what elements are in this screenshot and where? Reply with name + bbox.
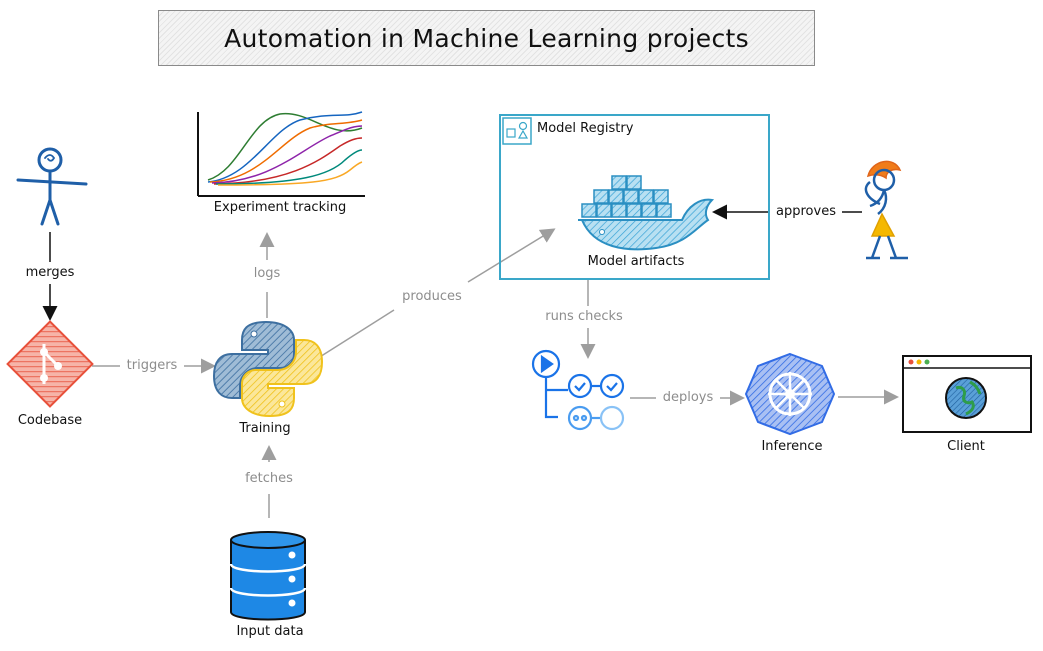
approver-figure-icon (864, 160, 908, 260)
developer-figure-icon (16, 147, 88, 226)
edge-label-fetches: fetches (243, 471, 295, 486)
diagram-title: Automation in Machine Learning projects (224, 23, 749, 53)
browser-window-icon (902, 355, 1032, 433)
edge-label-triggers: triggers (124, 358, 180, 373)
edge-label-approves: approves (774, 204, 838, 219)
model-registry-box (499, 114, 770, 280)
edge-label-deploys: deploys (660, 390, 716, 405)
git-icon (6, 320, 94, 408)
edge-produces (314, 228, 556, 361)
input-data-label: Input data (236, 624, 304, 639)
experiment-tracking-label: Experiment tracking (213, 200, 347, 215)
docker-whale-icon (578, 175, 715, 251)
training-label: Training (239, 421, 291, 436)
model-artifacts-label: Model artifacts (587, 254, 685, 269)
title-box: Automation in Machine Learning projects (158, 10, 815, 66)
client-label: Client (947, 439, 985, 454)
pipeline-icon (531, 349, 625, 431)
edge-label-runs-checks: runs checks (543, 309, 625, 324)
codebase-label: Codebase (17, 413, 83, 428)
edge-label-logs: logs (251, 266, 283, 281)
python-icon (212, 320, 324, 418)
kubernetes-icon (744, 352, 836, 436)
edge-label-merges: merges (23, 265, 77, 280)
experiment-tracking-chart (197, 111, 365, 197)
edge-label-produces: produces (400, 289, 464, 304)
inference-label: Inference (761, 439, 823, 454)
database-icon (229, 531, 307, 621)
model-registry-label: Model Registry (537, 121, 634, 136)
